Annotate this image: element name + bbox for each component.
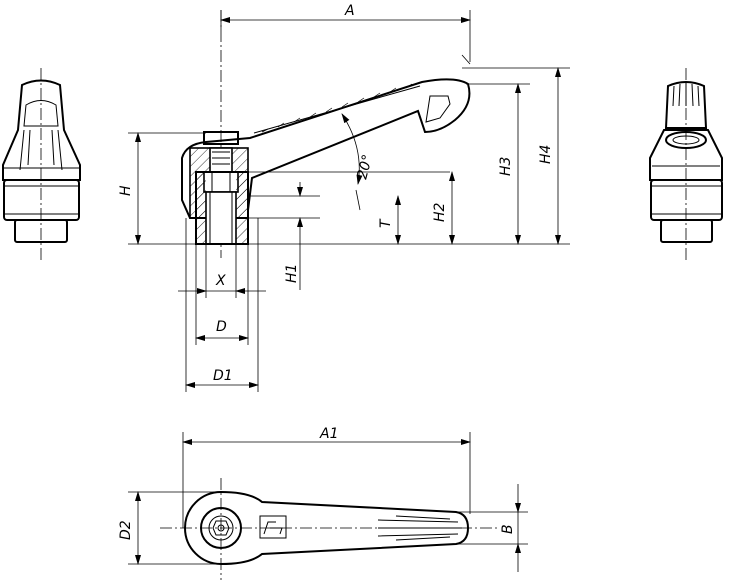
dim-label-h4: H4: [538, 145, 554, 164]
dim-label-a: A: [344, 3, 355, 19]
left-side-view: [2, 68, 81, 262]
dim-label-x: X: [215, 273, 226, 289]
front-view: [128, 10, 570, 392]
dim-label-d2: D2: [118, 520, 134, 540]
top-view: [128, 432, 528, 580]
dim-label-a1: A1: [319, 426, 338, 442]
dim-label-h3: H3: [498, 157, 514, 176]
dim-label-d: D: [216, 319, 227, 335]
dim-label-h: H: [118, 185, 134, 196]
dim-label-angle: 20°: [354, 153, 376, 181]
right-side-view: [649, 68, 723, 262]
dim-label-b: B: [500, 524, 516, 534]
dim-label-t: T: [378, 218, 394, 228]
dim-label-h2: H2: [432, 202, 448, 222]
kipp-logo-icon: [259, 515, 287, 539]
dim-label-d1: D1: [213, 368, 233, 384]
dim-label-h1: H1: [284, 264, 300, 283]
